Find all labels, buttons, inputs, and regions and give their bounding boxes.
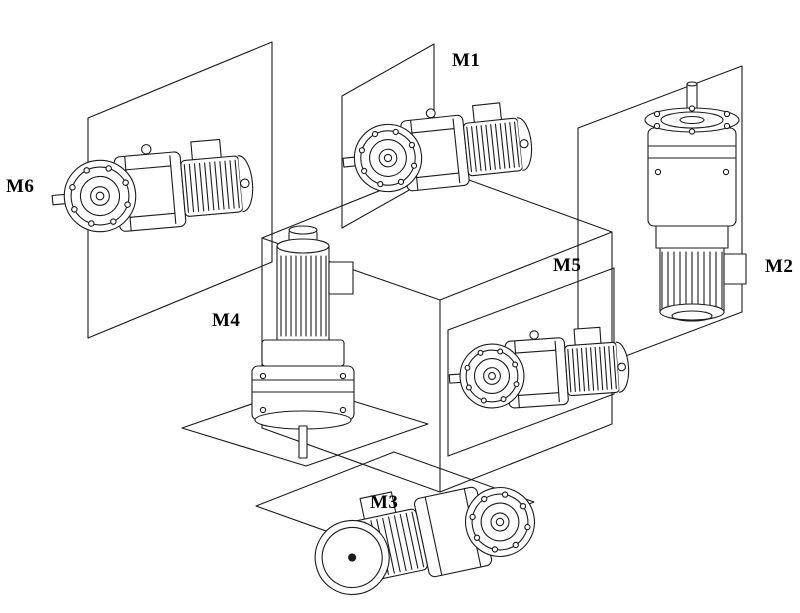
gearmotor-m6 (48, 136, 255, 238)
label-m3: M3 (370, 492, 399, 513)
gearmotor-m1 (339, 99, 535, 198)
gearmotor-m3 (304, 480, 542, 601)
mounting-plane-m5 (448, 268, 614, 456)
label-m6: M6 (6, 176, 35, 197)
label-m1: M1 (452, 50, 481, 71)
gearmotor-m4 (252, 226, 354, 458)
label-m2: M2 (765, 256, 794, 277)
label-m5: M5 (553, 255, 582, 276)
label-m4: M4 (212, 310, 241, 331)
mounting-plane-m6 (88, 42, 272, 338)
gearmotor-m5 (447, 324, 631, 412)
reference-cube (262, 168, 612, 492)
gearmotor-m2 (645, 82, 746, 321)
